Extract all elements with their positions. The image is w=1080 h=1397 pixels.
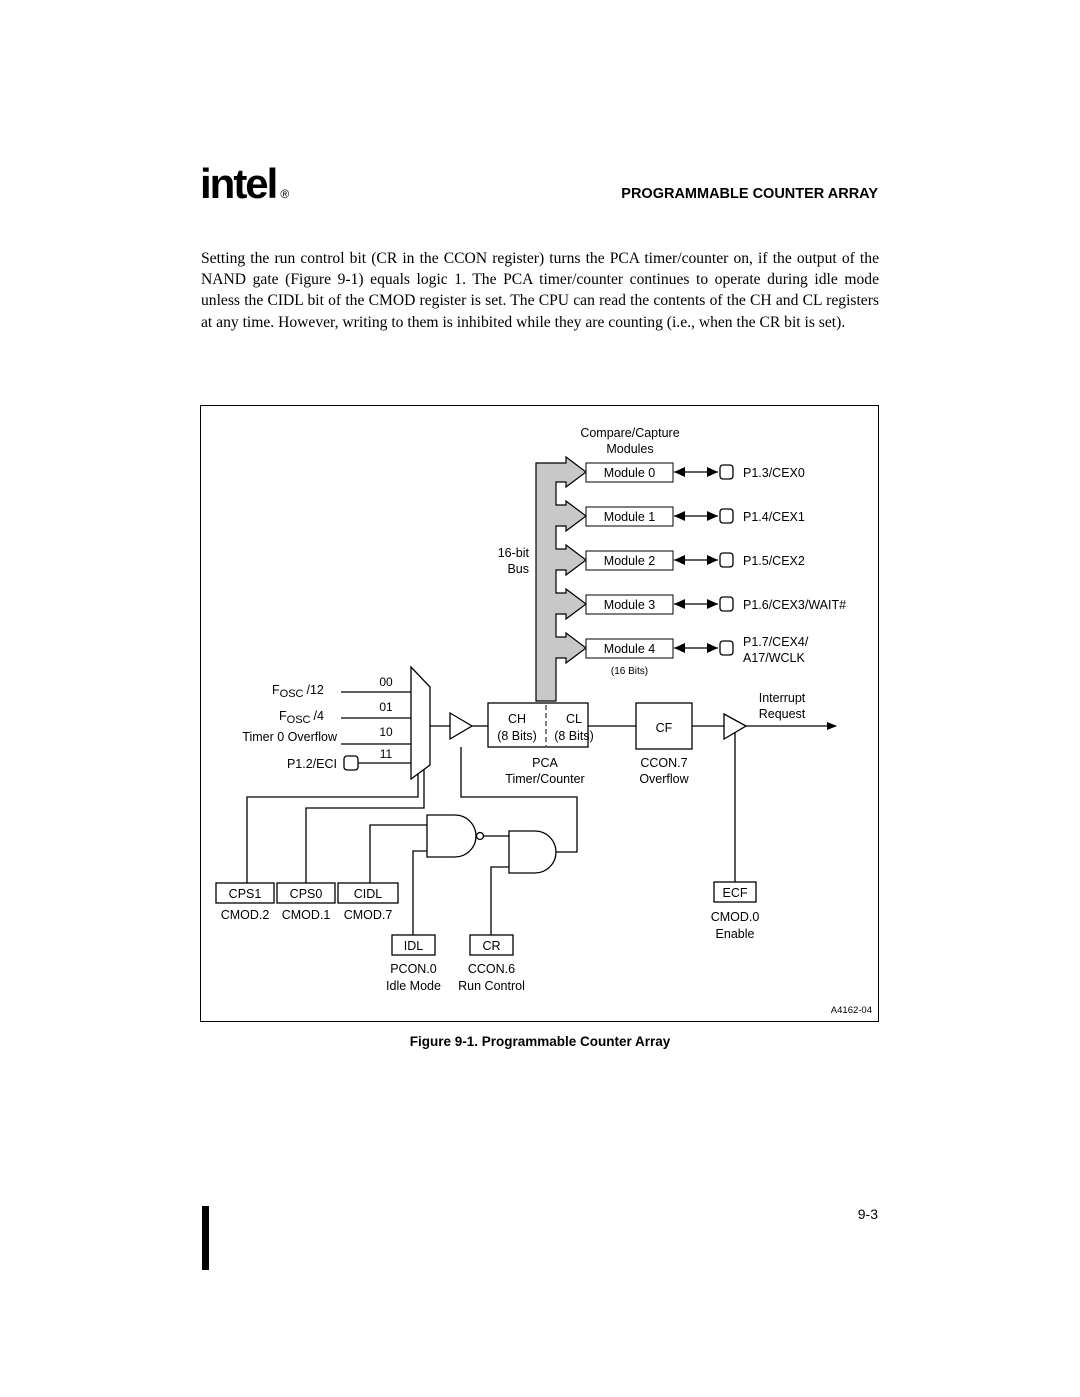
module-0-pin: P1.3/CEX0 [743, 466, 805, 480]
pca-label-2: Timer/Counter [505, 772, 584, 786]
cr-reg: CCON.6 [468, 962, 515, 976]
pin-pad-1 [719, 508, 734, 524]
cr-name: CR [482, 939, 500, 953]
nand-gate [426, 814, 477, 858]
module-0: Module 0 P1.3/CEX0 [585, 462, 805, 483]
ecf-bit [713, 881, 757, 903]
cr-desc: Run Control [458, 979, 525, 993]
module-4-label: Module 4 [604, 642, 655, 656]
interrupt-gate [723, 712, 748, 741]
module-3-label: Module 3 [604, 598, 655, 612]
bus-16bit [535, 455, 587, 702]
pin-pad-4 [719, 640, 734, 656]
intel-logo: intel® [200, 163, 289, 205]
ecf-name: ECF [723, 886, 748, 900]
mux-code-01: 01 [379, 700, 393, 714]
pca-label-1: PCA [532, 756, 558, 770]
idl-reg: PCON.0 [390, 962, 437, 976]
page-number: 9-3 [857, 1206, 878, 1222]
change-bar [202, 1206, 209, 1270]
cps0-reg: CMOD.1 [282, 908, 331, 922]
cl-bits: (8 Bits) [554, 729, 594, 743]
cidl-name: CIDL [354, 887, 383, 901]
cps1-name: CPS1 [229, 887, 262, 901]
cidl-bit [337, 882, 399, 904]
module-4: Module 4 P1.7/CEX4/ A17/WCLK [585, 635, 809, 665]
logo-wordmark: intel [200, 160, 278, 207]
pca-block-diagram: Compare/Capture Modules 16-bit Bus Modul… [200, 405, 879, 1022]
cr-bit [469, 934, 514, 956]
cl-label: CL [566, 712, 582, 726]
module-3: Module 3 P1.6/CEX3/WAIT# [585, 594, 846, 615]
figure-caption: Figure 9-1. Programmable Counter Array [409, 1034, 671, 1049]
module-3-pin: P1.6/CEX3/WAIT# [743, 598, 846, 612]
cf-flag [635, 702, 693, 750]
clock-mux [410, 665, 431, 781]
mux-input-fosc4: FOSC/4 [279, 709, 324, 726]
cidl-reg: CMOD.7 [344, 908, 393, 922]
mux-code-10: 10 [379, 725, 393, 739]
figure-id: A4162-04 [831, 1005, 872, 1016]
module-1: Module 1 P1.4/CEX1 [585, 506, 805, 527]
pin-pad-3 [719, 596, 734, 612]
cf-reg-1: CCON.7 [640, 756, 687, 770]
modules-title-1: Compare/Capture [580, 426, 679, 440]
module-2: Module 2 P1.5/CEX2 [585, 550, 805, 571]
bus-label-2: Bus [507, 562, 529, 576]
ecf-desc: Enable [716, 927, 755, 941]
module-1-pin: P1.4/CEX1 [743, 510, 805, 524]
module-1-label: Module 1 [604, 510, 655, 524]
interrupt-label-2: Request [759, 707, 806, 721]
idl-desc: Idle Mode [386, 979, 441, 993]
modules-title-2: Modules [606, 442, 653, 456]
module-2-pin: P1.5/CEX2 [743, 554, 805, 568]
module-width-note: (16 Bits) [611, 666, 648, 677]
cf-label: CF [656, 721, 673, 735]
mux-input-eci: P1.2/ECI [287, 757, 337, 771]
idl-bit [391, 934, 436, 956]
pin-pad-0 [719, 464, 734, 480]
mux-code-00: 00 [379, 675, 393, 689]
module-0-label: Module 0 [604, 466, 655, 480]
module-4-pin-2: A17/WCLK [743, 651, 805, 665]
ch-bits: (8 Bits) [497, 729, 537, 743]
pin-pad-2 [719, 552, 734, 568]
cps0-name: CPS0 [290, 887, 323, 901]
cps1-reg: CMOD.2 [221, 908, 270, 922]
idl-name: IDL [404, 939, 424, 953]
figure-frame [200, 405, 879, 1022]
ch-label: CH [508, 712, 526, 726]
eci-pin-pad [343, 755, 359, 771]
mux-code-11: 11 [380, 747, 393, 761]
clock-buffer [449, 711, 474, 741]
mux-input-fosc12: FOSC/12 [272, 683, 324, 700]
interrupt-label-1: Interrupt [759, 691, 806, 705]
pca-counter-register [487, 702, 589, 748]
cps1-bit [215, 882, 275, 904]
cf-reg-2: Overflow [639, 772, 689, 786]
ecf-reg: CMOD.0 [711, 910, 760, 924]
bus-label-1: 16-bit [498, 546, 530, 560]
section-title: PROGRAMMABLE COUNTER ARRAY [621, 186, 878, 202]
mux-input-timer0: Timer 0 Overflow [242, 730, 338, 744]
module-4-pin-1: P1.7/CEX4/ [743, 635, 809, 649]
body-paragraph: Setting the run control bit (CR in the C… [201, 250, 879, 331]
and-gate [508, 830, 557, 874]
module-2-label: Module 2 [604, 554, 655, 568]
registered-mark: ® [280, 187, 290, 201]
